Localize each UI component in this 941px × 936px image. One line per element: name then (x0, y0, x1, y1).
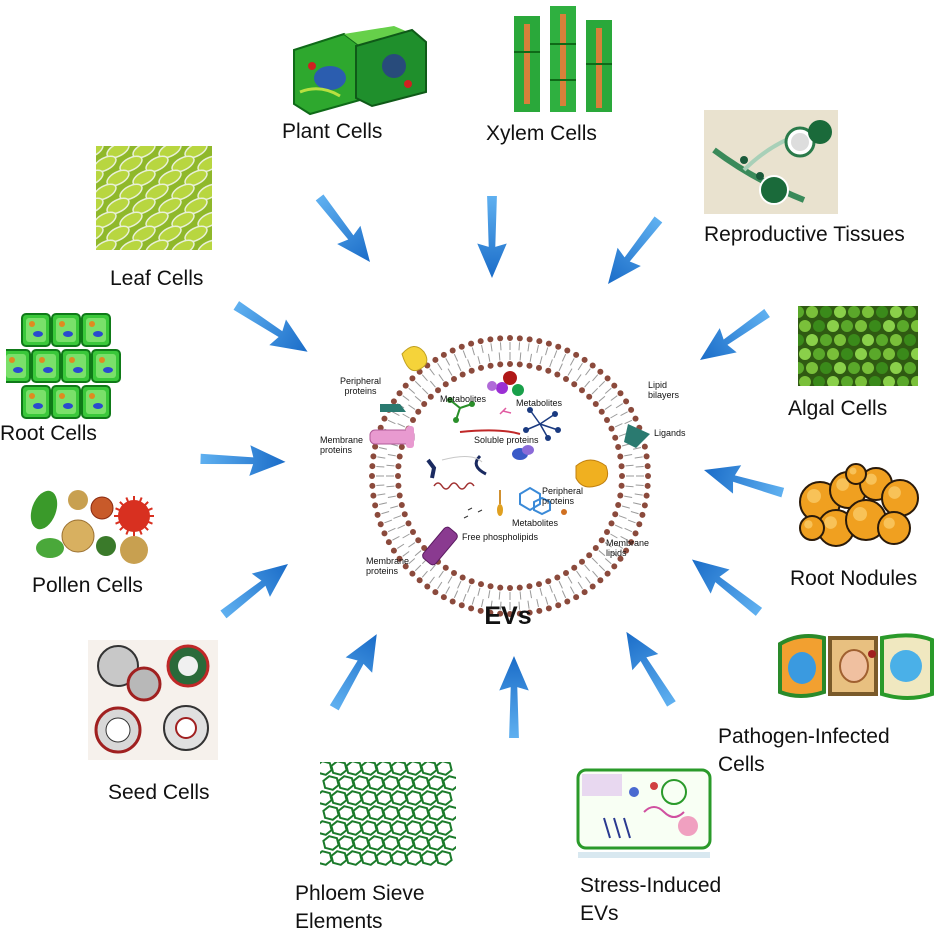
label-root-nodules: Root Nodules (790, 567, 918, 590)
label-phloem-sieve-elements: Phloem Sieve Elements (295, 882, 425, 933)
label-seed-cells: Seed Cells (108, 781, 210, 804)
plant-cells-image (293, 26, 427, 116)
label-membrane-proteins-bottom: Membrane proteins (366, 556, 410, 576)
label-leaf-cells: Leaf Cells (110, 267, 204, 290)
reproductive-tissues-image (704, 110, 838, 214)
arrow-from-xylem (477, 196, 507, 278)
label-reproductive-tissues: Reproductive Tissues (704, 223, 905, 246)
ev-cargo (426, 371, 609, 519)
phloem-sieve-image (320, 762, 456, 866)
label-plant-cells: Plant Cells (282, 120, 383, 143)
label-soluble-proteins: Soluble proteins (474, 435, 539, 445)
arrow-from-plant (307, 188, 382, 272)
xylem-cells-image (514, 6, 612, 112)
label-root-cells: Root Cells (0, 422, 97, 445)
label-metabolites-c: Metabolites (512, 518, 559, 528)
label-lipid-bilayers: Lipid bilayers (648, 380, 680, 400)
label-membrane-lipids: Membrane lipids (606, 538, 650, 558)
label-free-phospholipids: Free phospholipids (462, 532, 539, 542)
arrow-from-seed-region (613, 623, 685, 713)
arrow-from-pathogen (682, 547, 769, 624)
arrow-from-phloem (320, 626, 391, 716)
label-algal-cells: Algal Cells (788, 397, 888, 420)
label-ligands: Ligands (654, 428, 686, 438)
stress-induced-evs-image (574, 762, 714, 862)
pollen-cells-image (30, 490, 154, 564)
arrow-from-reproductive (596, 210, 671, 294)
membrane-proteins (369, 346, 650, 566)
leaf-cells-image (96, 146, 212, 250)
label-peripheral-proteins-left: Peripheral proteins (340, 376, 382, 396)
label-peripheral-proteins-right: Peripheral proteins (542, 486, 584, 506)
pathogen-infected-cells-image (778, 633, 934, 700)
algal-cells-image (798, 306, 918, 386)
arrow-from-root (200, 443, 287, 478)
label-metabolites-a: Metabolites (440, 394, 487, 404)
root-nodules-image (799, 463, 919, 547)
label-pathogen-infected-cells: Pathogen-Infected Cells (718, 725, 890, 776)
ev-vesicle (369, 335, 651, 617)
arrow-from-root-nodules (699, 455, 787, 507)
label-pollen-cells: Pollen Cells (32, 574, 143, 597)
arrow-from-stress (499, 656, 529, 738)
arrow-from-leaf (227, 292, 316, 365)
arrow-from-algal (691, 300, 776, 373)
arrow-from-pollen (214, 552, 298, 627)
root-cells-image (6, 313, 121, 419)
label-xylem-cells: Xylem Cells (486, 122, 597, 145)
label-metabolites-b: Metabolites (516, 398, 563, 408)
label-stress-induced-evs: Stress-Induced EVs (580, 874, 722, 925)
seed-cells-image (88, 640, 218, 760)
label-membrane-proteins-left: Membrane proteins (320, 435, 364, 455)
ev-title: EVs (484, 602, 532, 630)
